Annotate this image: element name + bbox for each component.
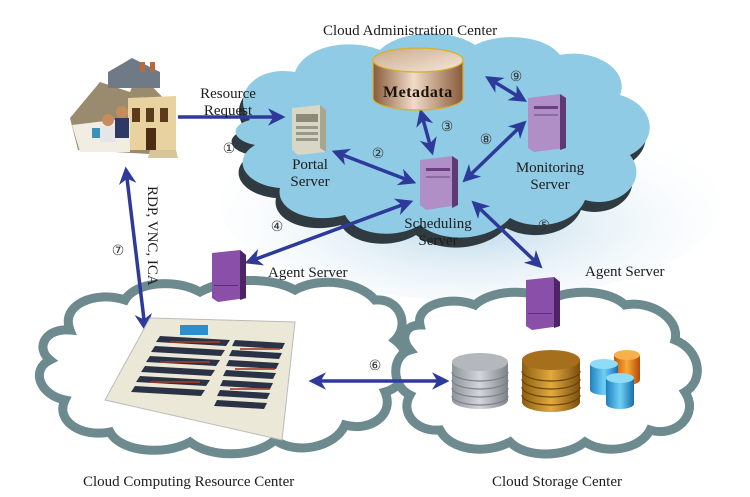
arrow-step-5: [471, 200, 543, 269]
step-4-badge: ④: [270, 219, 284, 235]
step-1-badge: ①: [222, 141, 236, 157]
portal-server-label: Portal Server: [284, 157, 336, 191]
arrow-step-2: [331, 148, 417, 186]
gold-database-icon: [521, 350, 581, 412]
blue-database-front-icon: [606, 373, 634, 409]
arrow-step-3: [416, 108, 437, 156]
agent-server-right-icon: [526, 277, 560, 330]
step-8-badge: ⑧: [479, 132, 493, 148]
data-center-racks-icon: [104, 317, 296, 441]
admin-center-title: Cloud Administration Center: [323, 23, 498, 39]
remote-protocols-label: RDP, VNC, ICA: [144, 186, 160, 286]
scheduling-server-line2: Server: [418, 233, 458, 249]
computing-center-title: Cloud Computing Resource Center: [83, 474, 295, 490]
arrow-step-7: [118, 166, 153, 332]
monitoring-server-icon: [528, 94, 566, 152]
arrow-step-4: [244, 198, 414, 266]
resource-request-line2: Request: [203, 103, 253, 119]
agent-server-left-icon: [212, 250, 246, 302]
step-6-badge: ⑥: [368, 358, 382, 374]
step-9-badge: ⑨: [509, 69, 523, 85]
house-with-users-icon: [70, 58, 178, 158]
storage-center-title: Cloud Storage Center: [492, 474, 622, 490]
step-7-badge: ⑦: [111, 243, 125, 259]
scheduling-server-label: Scheduling Server: [398, 216, 478, 250]
metadata-database-icon: [372, 47, 464, 111]
portal-server-line2: Server: [290, 174, 330, 190]
metadata-label: Metadata: [383, 84, 453, 101]
admin-cloud: [235, 33, 650, 238]
gray-database-icon: [451, 353, 509, 409]
monitoring-server-label: Monitoring Server: [505, 160, 595, 194]
arrow-step-9: [485, 76, 527, 102]
monitoring-server-line2: Server: [530, 177, 570, 193]
scheduling-server-icon: [420, 156, 458, 210]
step-5-badge: ⑤: [537, 218, 551, 234]
portal-server-line1: Portal: [292, 157, 328, 173]
step-2-badge: ②: [371, 146, 385, 162]
step-3-badge: ③: [440, 119, 454, 135]
resource-request-label: Resource Request: [188, 86, 268, 120]
portal-server-icon: [292, 105, 326, 155]
monitoring-server-line1: Monitoring: [515, 160, 585, 176]
arrow-step-8: [462, 120, 527, 183]
agent-server-left-label: Agent Server: [268, 265, 348, 281]
arrows: [118, 76, 543, 390]
scheduling-server-line1: Scheduling: [404, 216, 472, 232]
agent-server-right-label: Agent Server: [585, 264, 665, 280]
resource-request-line1: Resource: [200, 86, 256, 102]
